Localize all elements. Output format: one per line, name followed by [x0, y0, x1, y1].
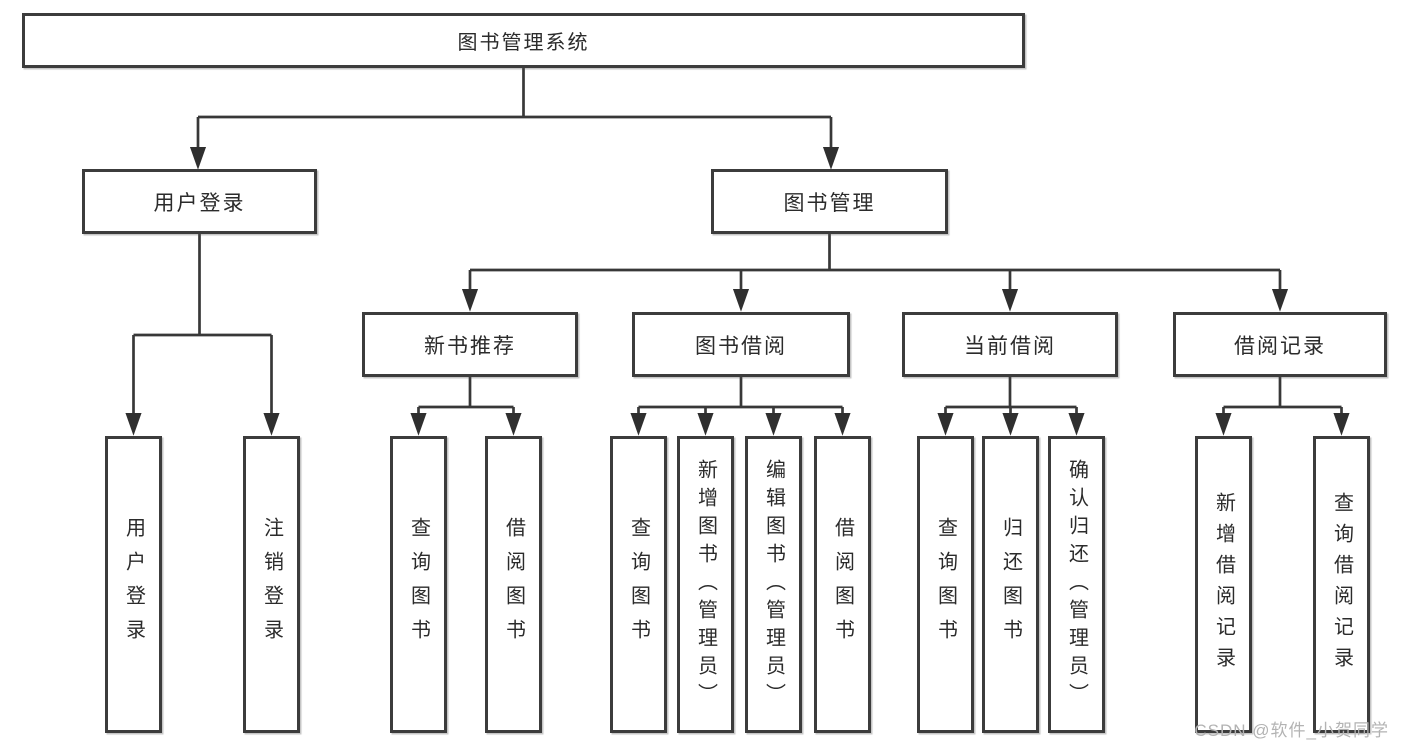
node-current-borrow-label: 当前借阅	[964, 334, 1056, 358]
leaf-cb-confirm-return-admin-label: 确认归还（管理员）	[1065, 458, 1088, 711]
leaf-bb-borrow-books-label: 借阅图书	[831, 516, 854, 653]
leaf-nb-query-books-label: 查询图书	[407, 516, 430, 653]
connector-root-bar	[198, 68, 831, 119]
leaf-bb-borrow-books: 借阅图书	[814, 436, 871, 733]
leaf-bb-add-books-admin-label: 新增图书（管理员）	[694, 458, 717, 711]
leaf-bb-edit-books-admin: 编辑图书（管理员）	[745, 436, 802, 733]
node-new-book-recommend-label: 新书推荐	[424, 334, 516, 358]
leaf-nb-query-books: 查询图书	[390, 436, 447, 733]
leaf-cb-query-books-label: 查询图书	[934, 516, 957, 653]
node-new-book-recommend: 新书推荐	[362, 312, 578, 377]
node-user-login-label: 用户登录	[153, 191, 246, 215]
leaf-bb-query-books: 查询图书	[610, 436, 667, 733]
node-borrow-records-label: 借阅记录	[1234, 334, 1326, 358]
node-current-borrow: 当前借阅	[902, 312, 1118, 377]
node-book-management: 图书管理	[711, 169, 948, 234]
node-root-label: 图书管理系统	[457, 32, 590, 54]
connector-new-book-bar	[418, 377, 514, 409]
leaf-br-query-record: 查询借阅记录	[1313, 436, 1370, 733]
leaf-nb-borrow-books-label: 借阅图书	[502, 516, 525, 653]
connector-book-management-bar	[470, 234, 1280, 272]
leaf-bb-add-books-admin: 新增图书（管理员）	[677, 436, 734, 733]
connector-book-borrow-bar	[638, 377, 843, 409]
node-book-borrow: 图书借阅	[632, 312, 850, 377]
leaf-cb-query-books: 查询图书	[917, 436, 974, 733]
node-book-borrow-label: 图书借阅	[695, 334, 787, 358]
leaf-cb-return-books-label: 归还图书	[999, 516, 1022, 653]
connector-current-borrow-bar	[945, 377, 1077, 409]
leaf-user-login: 用户登录	[105, 436, 162, 733]
leaf-cb-confirm-return-admin: 确认归还（管理员）	[1048, 436, 1105, 733]
leaf-logout: 注销登录	[243, 436, 300, 733]
leaf-logout-label: 注销登录	[260, 516, 283, 653]
node-borrow-records: 借阅记录	[1173, 312, 1387, 377]
leaf-nb-borrow-books: 借阅图书	[485, 436, 542, 733]
node-user-login: 用户登录	[82, 169, 317, 234]
node-root: 图书管理系统	[22, 13, 1025, 68]
connector-borrow-records-bar	[1223, 377, 1342, 409]
leaf-br-add-record: 新增借阅记录	[1195, 436, 1252, 733]
leaf-bb-query-books-label: 查询图书	[627, 516, 650, 653]
connector-user-login-bar	[133, 234, 272, 337]
leaf-bb-edit-books-admin-label: 编辑图书（管理员）	[762, 458, 785, 711]
leaf-br-add-record-label: 新增借阅记录	[1212, 491, 1235, 678]
node-book-management-label: 图书管理	[783, 191, 876, 215]
leaf-br-query-record-label: 查询借阅记录	[1330, 491, 1353, 678]
leaf-cb-return-books: 归还图书	[982, 436, 1039, 733]
leaf-user-login-label: 用户登录	[122, 516, 145, 653]
watermark: CSDN @软件_小贺同学	[1194, 721, 1389, 740]
